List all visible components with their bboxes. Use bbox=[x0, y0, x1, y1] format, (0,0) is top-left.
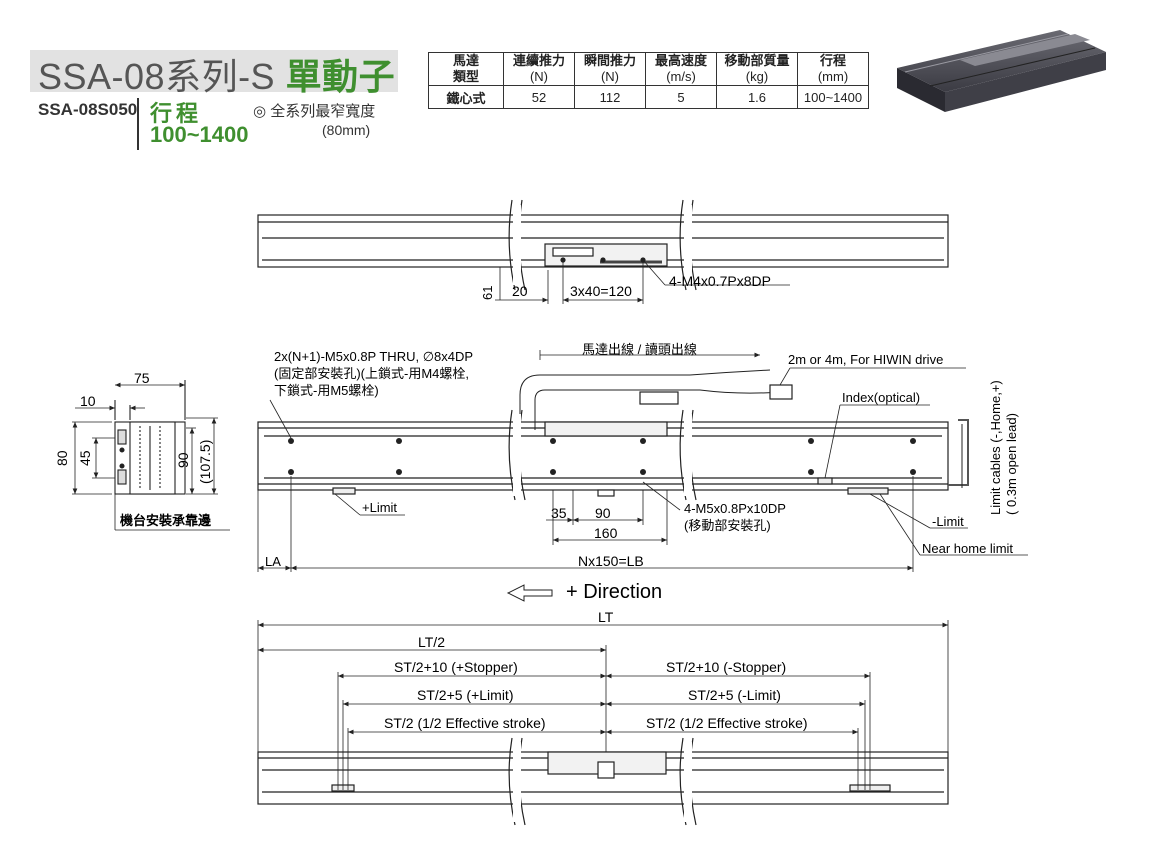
top-hole-note: 4-M4x0.7Px8DP bbox=[669, 273, 771, 289]
main-view bbox=[257, 350, 1028, 602]
spec-header-peak: 瞬間推力(N) bbox=[574, 52, 646, 86]
plus-limit-label: +Limit bbox=[362, 500, 397, 515]
page-title: SSA-08系列-S 單動子 bbox=[38, 56, 396, 97]
dim-st-minus-limit: ST/2+5 (-Limit) bbox=[688, 687, 781, 703]
spec-cell-continuous: 52 bbox=[503, 85, 575, 109]
dim-20: 20 bbox=[512, 283, 528, 299]
dim-st-eff-right: ST/2 (1/2 Effective stroke) bbox=[646, 715, 808, 731]
dim-lt-half: LT/2 bbox=[418, 634, 445, 650]
dim-10: 10 bbox=[80, 393, 96, 409]
limit-cables-length: ( 0.3m open lead) bbox=[1004, 413, 1019, 515]
dim-160: 160 bbox=[594, 525, 618, 541]
product-illustration bbox=[897, 30, 1106, 112]
mount-edge-label: 機台安裝承靠邊 bbox=[120, 513, 212, 528]
dim-75: 75 bbox=[134, 370, 150, 386]
header-divider bbox=[137, 98, 139, 150]
spec-header-row: 馬達類型 連續推力(N) 瞬間推力(N) 最高速度(m/s) 移動部質量(kg)… bbox=[428, 52, 869, 86]
dim-st-eff-left: ST/2 (1/2 Effective stroke) bbox=[384, 715, 546, 731]
spec-cell-speed: 5 bbox=[645, 85, 717, 109]
dim-lt: LT bbox=[598, 609, 614, 625]
minus-limit-label: -Limit bbox=[932, 514, 964, 529]
fixed-hole-note-1: 2x(N+1)-M5x0.8P THRU, ∅8x4DP bbox=[274, 349, 473, 364]
spec-cell-stroke: 100~1400 bbox=[797, 85, 869, 109]
dim-107-5: (107.5) bbox=[197, 440, 213, 484]
dim-90-side: 90 bbox=[175, 452, 191, 468]
near-home-label: Near home limit bbox=[922, 541, 1013, 556]
dim-61: 61 bbox=[480, 286, 495, 300]
dim-45: 45 bbox=[77, 450, 93, 466]
title-accent: 單動子 bbox=[285, 56, 396, 97]
cable-length-label: 2m or 4m, For HIWIN drive bbox=[788, 352, 943, 367]
mover-hole-note-2: (移動部安裝孔) bbox=[684, 518, 771, 533]
direction-label: + Direction bbox=[566, 581, 662, 603]
width-note: ◎ 全系列最窄寬度 bbox=[253, 103, 376, 120]
spec-header-speed: 最高速度(m/s) bbox=[645, 52, 717, 86]
side-view bbox=[72, 380, 230, 531]
spec-cell-type: 鐵心式 bbox=[428, 85, 504, 109]
index-label: Index(optical) bbox=[842, 390, 920, 405]
width-note-value: (80mm) bbox=[322, 122, 371, 138]
title-background bbox=[30, 50, 398, 92]
dim-90-mover: 90 bbox=[595, 505, 611, 521]
dim-st-minus-stopper: ST/2+10 (-Stopper) bbox=[666, 659, 786, 675]
dim-la: LA bbox=[265, 554, 281, 569]
spec-header-mass: 移動部質量(kg) bbox=[716, 52, 798, 86]
mover-hole-note-1: 4-M5x0.8Px10DP bbox=[684, 501, 786, 516]
spec-header-type: 馬達類型 bbox=[428, 52, 504, 86]
fixed-hole-note-3: 下鎖式-用M5螺栓) bbox=[274, 383, 379, 398]
dim-st-plus-stopper: ST/2+10 (+Stopper) bbox=[394, 659, 518, 675]
mount-holes bbox=[288, 438, 916, 475]
spec-table: 馬達類型 連續推力(N) 瞬間推力(N) 最高速度(m/s) 移動部質量(kg)… bbox=[428, 52, 869, 109]
dim-35: 35 bbox=[551, 505, 567, 521]
spec-cell-mass: 1.6 bbox=[716, 85, 798, 109]
spec-data-row: 鐵心式 52 112 5 1.6 100~1400 bbox=[428, 85, 869, 109]
bottom-view bbox=[257, 620, 949, 826]
limit-cables-label: Limit cables (-,Home,+) bbox=[988, 380, 1003, 515]
stroke-range: 100~1400 bbox=[150, 122, 249, 147]
cable-label: 馬達出線 / 讀頭出線 bbox=[582, 342, 697, 357]
dim-80: 80 bbox=[54, 450, 70, 466]
dim-lb: Nx150=LB bbox=[578, 553, 644, 569]
stroke-label: 行程 bbox=[150, 101, 203, 126]
top-view bbox=[257, 199, 949, 304]
dim-st-plus-limit: ST/2+5 (+Limit) bbox=[417, 687, 513, 703]
fixed-hole-note-2: (固定部安裝孔)(上鎖式-用M4螺栓, bbox=[274, 366, 469, 381]
dim-pitch: 3x40=120 bbox=[570, 283, 632, 299]
spec-cell-peak: 112 bbox=[574, 85, 646, 109]
model-number: SSA-08S050 bbox=[38, 100, 138, 119]
